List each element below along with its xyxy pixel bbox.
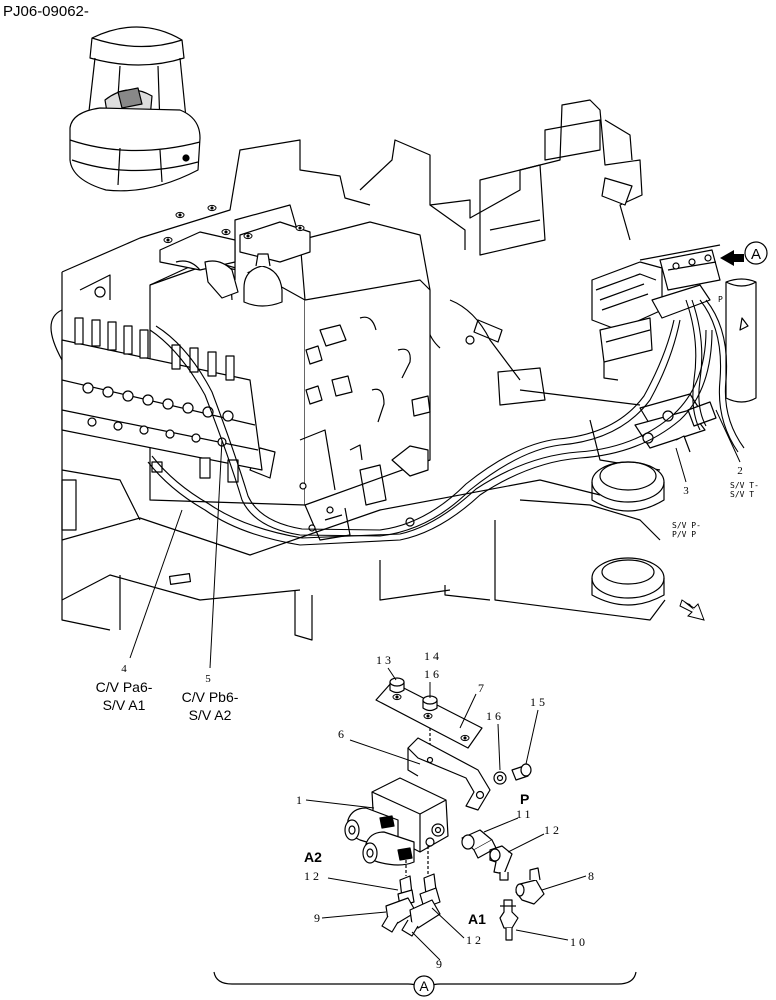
detail-a-reference-top: A	[720, 241, 768, 266]
callout-3: 3	[683, 485, 689, 497]
port-label-p: P	[520, 791, 529, 807]
port-label-a2: A2	[304, 849, 322, 865]
port-label-a1: A1	[468, 911, 486, 927]
callout-7: 7	[478, 681, 484, 695]
document-id: PJ06-09062-	[3, 3, 89, 20]
hose-2-line1: S/V T-	[730, 481, 759, 490]
hose-2-line2: S/V T	[730, 490, 754, 499]
detail-a-circle	[413, 975, 435, 997]
callout-1: 1	[296, 793, 302, 807]
callout-11: 11	[516, 807, 534, 821]
callout-12c: 12	[544, 823, 562, 837]
upper-structure-view	[50, 99, 757, 641]
solenoid-valve-exploded-view	[344, 677, 545, 941]
elbow-12-p	[489, 845, 513, 881]
bolt-14	[422, 695, 438, 712]
tee-10	[499, 899, 519, 941]
part-callout-leaders	[305, 667, 587, 961]
hose-callout-leaders	[129, 409, 741, 669]
hose-4-line2: S/V A1	[103, 697, 146, 713]
hose-4-line1: C/V Pa6-	[96, 679, 153, 695]
direction-arrow-icon	[679, 599, 705, 621]
port-p-label-small: P	[718, 295, 723, 304]
fitting-11	[461, 829, 497, 859]
callout-5: 5	[205, 673, 211, 685]
fitting-a2	[381, 875, 417, 933]
callout-2: 2	[737, 465, 743, 477]
control-valve-stack	[61, 317, 263, 483]
bracket	[407, 737, 491, 811]
hose-5-line2: S/V A2	[189, 707, 232, 723]
solenoid-valve-cluster	[591, 249, 721, 453]
hose-routing	[147, 299, 745, 546]
elbow-8	[515, 867, 545, 905]
bolt-13	[389, 677, 405, 694]
callout-10: 10	[570, 935, 588, 949]
callout-16b: 16	[486, 709, 504, 723]
callout-6: 6	[338, 727, 344, 741]
machine-overview-thumbnail	[69, 26, 201, 192]
hose-3-line2: P/V P	[672, 530, 696, 539]
detail-a-marker: A	[751, 246, 761, 263]
callout-4: 4	[121, 663, 127, 675]
bolt-15	[511, 763, 532, 781]
callout-9b: 9	[436, 957, 442, 971]
callout-12a: 12	[304, 869, 322, 883]
callout-16a: 16	[424, 667, 442, 681]
hose-5-line1: C/V Pb6-	[182, 689, 239, 705]
detail-a-marker-bottom: A	[419, 978, 429, 994]
callout-8: 8	[588, 869, 594, 883]
fitting-a1	[401, 873, 441, 937]
callout-15: 15	[530, 695, 548, 709]
solenoid-valve-body	[344, 777, 449, 866]
callout-13: 13	[376, 653, 394, 667]
callout-12b: 12	[466, 933, 484, 947]
hose-3-line1: S/V P-	[672, 521, 701, 530]
callout-9a: 9	[314, 911, 320, 925]
callout-14: 14	[424, 649, 442, 663]
